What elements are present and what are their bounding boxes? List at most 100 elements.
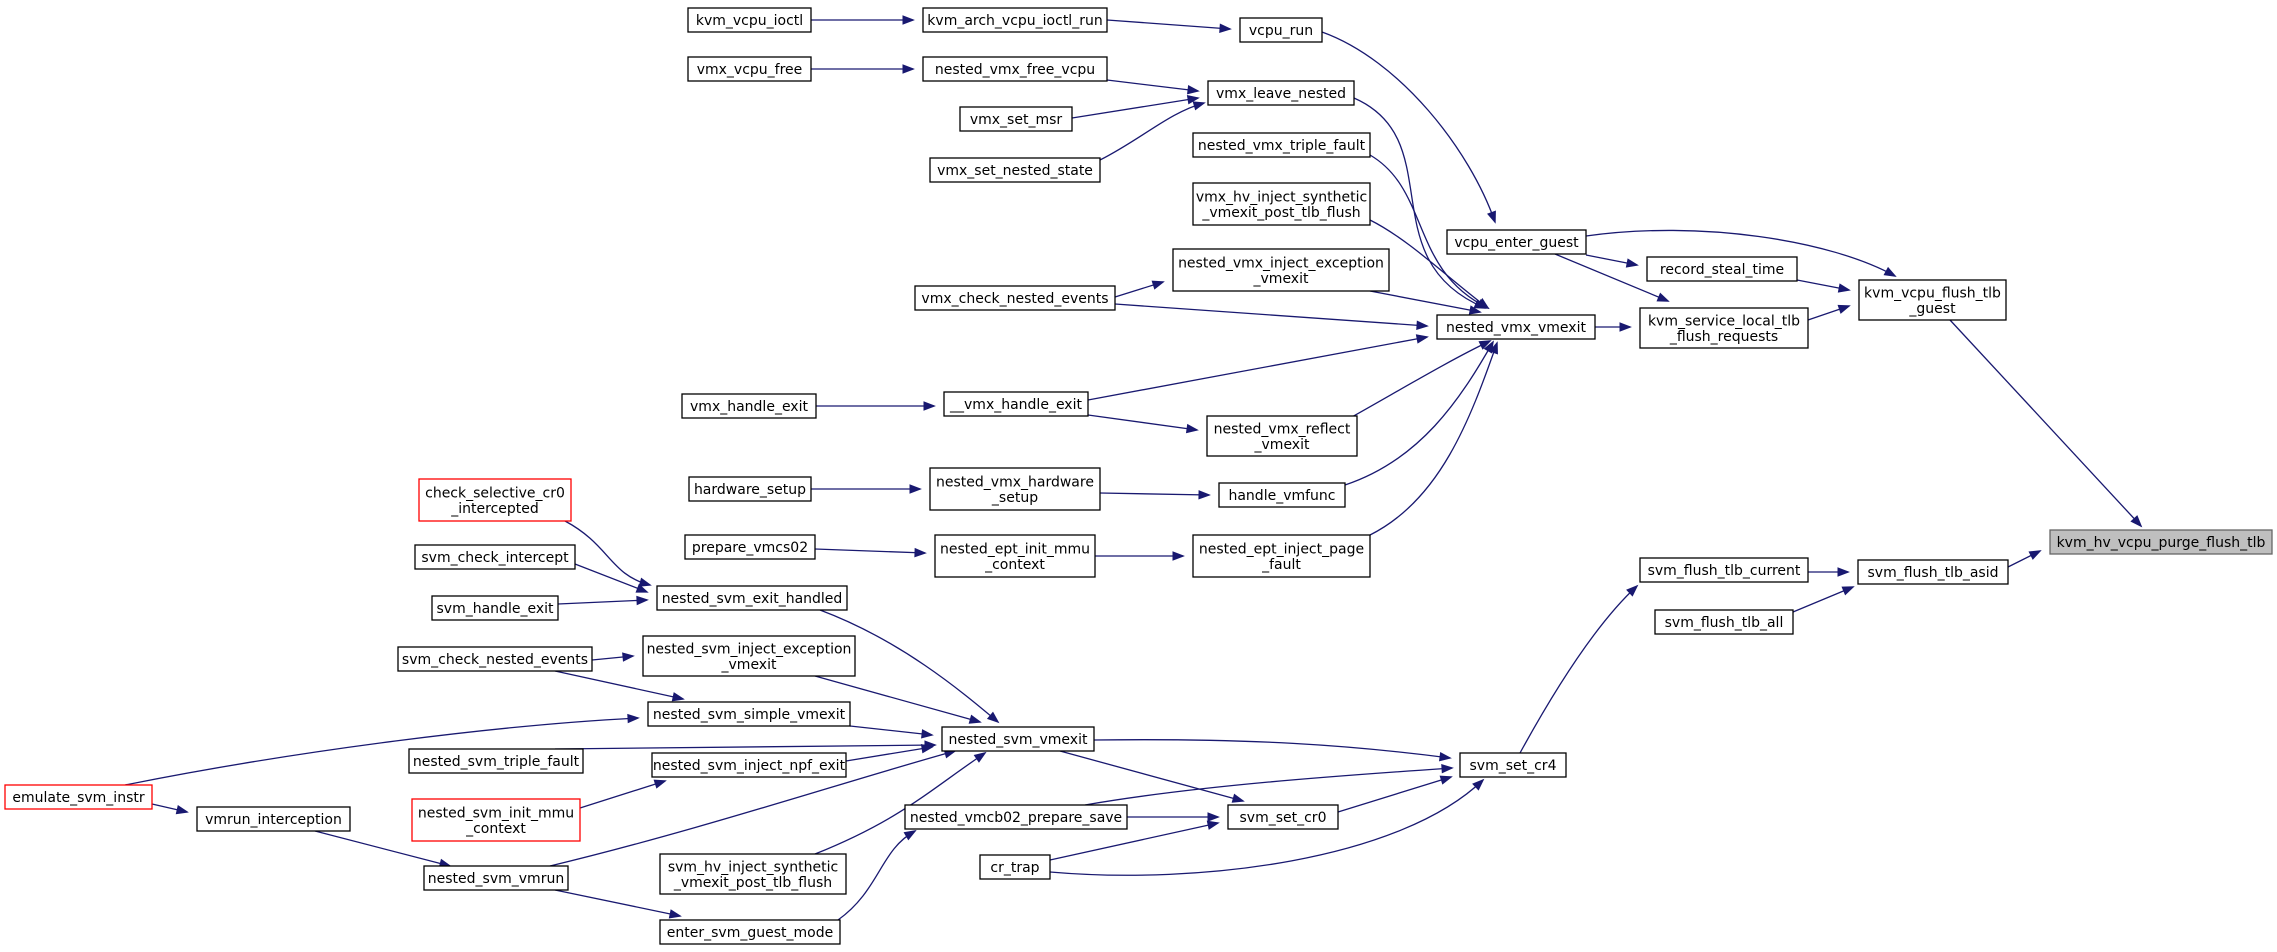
- arrowhead-icon: [1841, 586, 1855, 596]
- edge-svm_check_nested_events-to-nested_svm_simple_vmexit: [554, 670, 685, 702]
- node-box: [1218, 482, 1346, 508]
- arrowhead-icon: [1187, 85, 1200, 95]
- node-label: _intercepted: [450, 501, 539, 517]
- node-svm_flush_tlb_current[interactable]: svm_flush_tlb_current: [1639, 557, 1809, 583]
- node-label: svm_handle_exit: [437, 601, 554, 617]
- edge-line: [845, 746, 933, 762]
- node-svm_handle_exit[interactable]: svm_handle_exit: [431, 595, 559, 621]
- arrowhead-icon: [921, 729, 934, 739]
- node-nested_svm_triple_fault[interactable]: nested_svm_triple_fault: [408, 748, 584, 774]
- edge-line: [124, 717, 639, 786]
- arrowhead-icon: [635, 583, 649, 593]
- arrowhead-icon: [1439, 775, 1453, 785]
- node-vmrun_interception[interactable]: vmrun_interception: [196, 806, 351, 832]
- arrowhead-icon: [1883, 266, 1897, 277]
- node-box: [1192, 182, 1371, 226]
- arrowhead-icon: [638, 577, 652, 587]
- edge-nested_svm_exit_handled-to-nested_svm_vmexit: [819, 609, 1000, 724]
- node-__vmx_handle_exit[interactable]: __vmx_handle_exit: [943, 391, 1089, 417]
- arrowhead-icon: [914, 547, 927, 558]
- node-box: [1639, 557, 1809, 583]
- arrowhead-icon: [902, 64, 915, 74]
- node-label: svm_hv_inject_synthetic: [668, 859, 838, 875]
- node-box: [647, 701, 851, 727]
- node-vmx_check_nested_events[interactable]: vmx_check_nested_events: [914, 285, 1116, 311]
- node-prepare_vmcs02[interactable]: prepare_vmcs02: [684, 534, 816, 560]
- node-nested_svm_inject_npf_exit[interactable]: nested_svm_inject_npf_exit: [651, 752, 847, 778]
- edge-nested_vmx_inject_exception_vmexit-to-nested_vmx_vmexit: [1369, 290, 1482, 315]
- node-svm_check_intercept[interactable]: svm_check_intercept: [414, 544, 576, 570]
- node-nested_svm_vmexit[interactable]: nested_svm_vmexit: [941, 726, 1095, 752]
- node-vcpu_enter_guest[interactable]: vcpu_enter_guest: [1446, 229, 1587, 255]
- node-hardware_setup[interactable]: hardware_setup: [688, 476, 812, 502]
- node-svm_flush_tlb_all[interactable]: svm_flush_tlb_all: [1654, 609, 1794, 635]
- node-svm_flush_tlb_asid[interactable]: svm_flush_tlb_asid: [1857, 559, 2009, 585]
- node-nested_svm_simple_vmexit[interactable]: nested_svm_simple_vmexit: [647, 701, 851, 727]
- node-label: nested_svm_vmexit: [949, 732, 1088, 748]
- node-label: svm_set_cr0: [1240, 810, 1327, 826]
- node-nested_vmx_vmexit[interactable]: nested_vmx_vmexit: [1436, 314, 1596, 340]
- node-label: svm_check_nested_events: [402, 652, 588, 668]
- edge-svm_flush_tlb_all-to-svm_flush_tlb_asid: [1792, 586, 1855, 613]
- node-kvm_arch_vcpu_ioctl_run[interactable]: kvm_arch_vcpu_ioctl_run: [922, 7, 1108, 33]
- arrowhead-icon: [1478, 340, 1492, 350]
- edge-vmx_check_nested_events-to-nested_vmx_vmexit: [1114, 303, 1429, 330]
- node-vmx_set_msr[interactable]: vmx_set_msr: [959, 106, 1073, 132]
- node-emulate_svm_instr[interactable]: emulate_svm_instr: [4, 784, 153, 810]
- node-vmx_set_nested_state[interactable]: vmx_set_nested_state: [929, 157, 1101, 183]
- node-nested_svm_init_mmu_context[interactable]: nested_svm_init_mmu_context: [411, 798, 581, 842]
- edge-line: [549, 750, 956, 867]
- node-kvm_vcpu_flush_tlb_guest[interactable]: kvm_vcpu_flush_tlb_guest: [1858, 279, 2007, 321]
- node-cr_trap[interactable]: cr_trap: [979, 854, 1051, 880]
- edge-svm_flush_tlb_asid-to-kvm_hv_vcpu_purge_flush_tlb: [2007, 550, 2042, 568]
- node-kvm_vcpu_ioctl[interactable]: kvm_vcpu_ioctl: [687, 7, 812, 33]
- edge-line: [814, 675, 981, 723]
- node-nested_vmx_hardware_setup[interactable]: nested_vmx_hardware_setup: [929, 467, 1101, 511]
- node-vmx_handle_exit[interactable]: vmx_handle_exit: [681, 393, 817, 419]
- node-vmx_hv_inject_synthetic_vmexit_post_tlb_flush[interactable]: vmx_hv_inject_synthetic_vmexit_post_tlb_…: [1192, 182, 1371, 226]
- edge-line: [1369, 154, 1489, 309]
- node-nested_svm_inject_exception_vmexit[interactable]: nested_svm_inject_exception_vmexit: [642, 635, 856, 677]
- node-vmx_vcpu_free[interactable]: vmx_vcpu_free: [687, 56, 812, 82]
- node-svm_set_cr4[interactable]: svm_set_cr4: [1459, 752, 1567, 778]
- node-box: [959, 106, 1073, 132]
- node-check_selective_cr0_intercepted[interactable]: check_selective_cr0_intercepted: [418, 478, 572, 522]
- node-vcpu_run[interactable]: vcpu_run: [1239, 17, 1323, 43]
- node-enter_svm_guest_mode[interactable]: enter_svm_guest_mode: [659, 919, 841, 945]
- node-nested_ept_init_mmu_context[interactable]: nested_ept_init_mmu_context: [934, 534, 1096, 578]
- node-nested_svm_vmrun[interactable]: nested_svm_vmrun: [423, 865, 569, 891]
- node-kvm_service_local_tlb_flush_requests[interactable]: kvm_service_local_tlb_flush_requests: [1639, 307, 1809, 349]
- arrowhead-icon: [2130, 515, 2143, 528]
- node-label: vmx_hv_inject_synthetic: [1196, 189, 1367, 205]
- node-label: emulate_svm_instr: [12, 790, 144, 806]
- node-box: [934, 534, 1096, 578]
- edge-svm_set_cr4-to-svm_flush_tlb_current: [1519, 584, 1639, 754]
- node-vmx_leave_nested[interactable]: vmx_leave_nested: [1207, 80, 1355, 106]
- node-label: handle_vmfunc: [1228, 488, 1335, 504]
- node-record_steal_time[interactable]: record_steal_time: [1646, 256, 1798, 282]
- arrowhead-icon: [668, 909, 682, 919]
- node-handle_vmfunc[interactable]: handle_vmfunc: [1218, 482, 1346, 508]
- node-box: [929, 467, 1101, 511]
- node-box: [418, 478, 572, 522]
- node-label: vcpu_run: [1249, 23, 1313, 39]
- node-box: [1858, 279, 2007, 321]
- node-svm_check_nested_events[interactable]: svm_check_nested_events: [397, 646, 593, 672]
- edge-vmx_set_msr-to-vmx_leave_nested: [1071, 94, 1200, 119]
- node-nested_vmx_triple_fault[interactable]: nested_vmx_triple_fault: [1192, 132, 1371, 158]
- node-box: [411, 798, 581, 842]
- node-box: [922, 56, 1108, 82]
- arrowhead-icon: [920, 744, 934, 754]
- node-svm_set_cr0[interactable]: svm_set_cr0: [1227, 804, 1339, 830]
- node-nested_vmcb02_prepare_save[interactable]: nested_vmcb02_prepare_save: [904, 804, 1128, 830]
- node-nested_ept_inject_page_fault[interactable]: nested_ept_inject_page_fault: [1192, 534, 1371, 578]
- node-nested_vmx_inject_exception_vmexit[interactable]: nested_vmx_inject_exception_vmexit: [1172, 248, 1390, 292]
- node-svm_hv_inject_synthetic_vmexit_post_tlb_flush[interactable]: svm_hv_inject_synthetic_vmexit_post_tlb_…: [659, 853, 847, 895]
- node-nested_vmx_reflect_vmexit[interactable]: nested_vmx_reflect_vmexit: [1206, 415, 1358, 457]
- node-nested_vmx_free_vcpu[interactable]: nested_vmx_free_vcpu: [922, 56, 1108, 82]
- node-nested_svm_exit_handled[interactable]: nested_svm_exit_handled: [656, 585, 848, 611]
- node-box: [4, 784, 153, 810]
- node-label: kvm_vcpu_ioctl: [696, 13, 803, 29]
- edge-vmx_check_nested_events-to-nested_vmx_inject_exception_vmexit: [1114, 280, 1165, 298]
- edge-kvm_service_local_tlb_flush_requests-to-kvm_vcpu_flush_tlb_guest: [1807, 304, 1851, 321]
